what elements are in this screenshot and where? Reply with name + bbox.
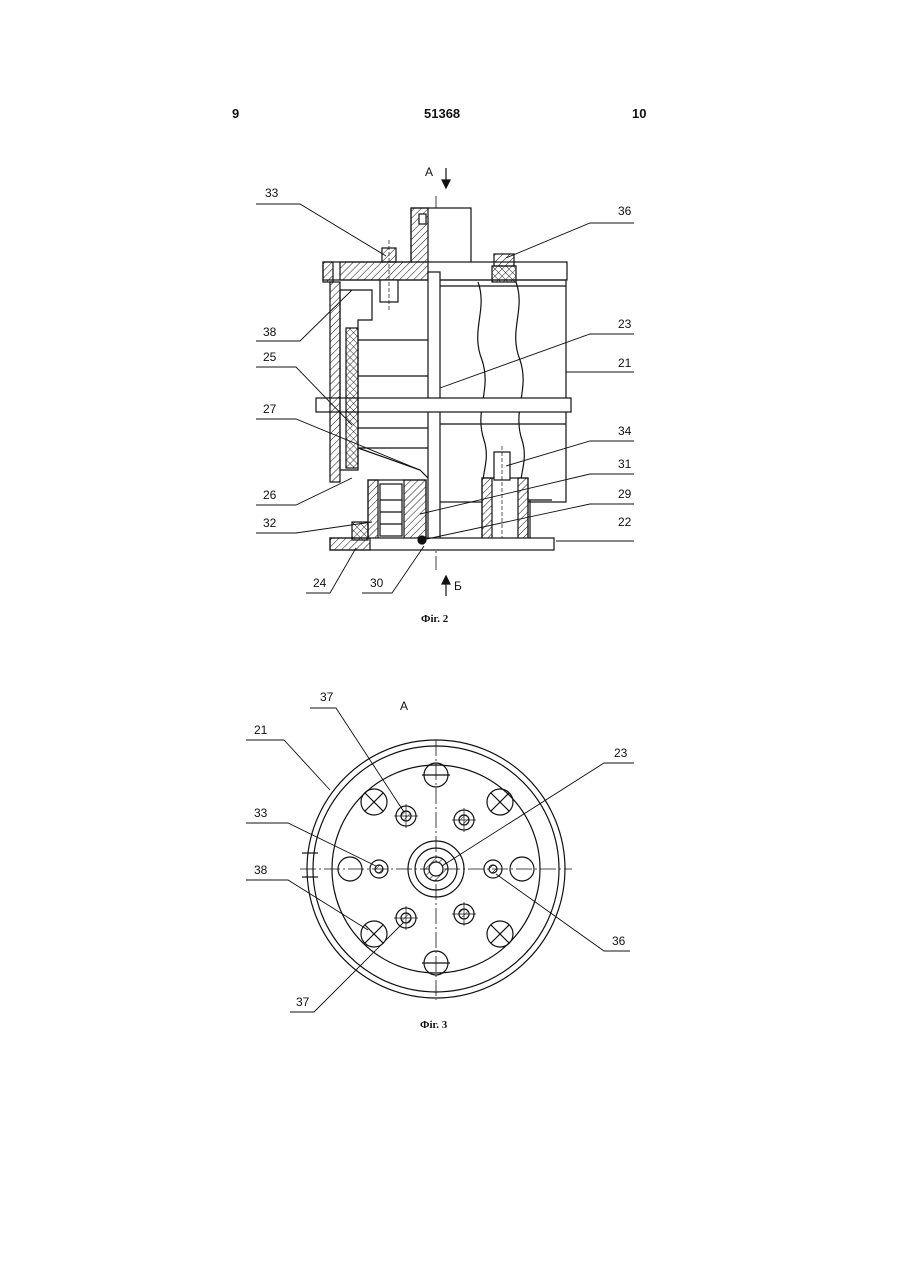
fig2-view-a-label: А xyxy=(425,165,433,179)
fig2-callout-38: 38 xyxy=(263,325,277,339)
fig2-callout-32: 32 xyxy=(263,516,277,530)
fig2-view-b-label: Б xyxy=(454,579,462,593)
fig3-callout-36: 36 xyxy=(612,934,626,948)
figure-2-section-view xyxy=(256,168,634,596)
fig2-callout-25: 25 xyxy=(263,350,277,364)
fig2-callout-29: 29 xyxy=(618,487,632,501)
figure-2-caption: Фіг. 2 xyxy=(421,613,448,625)
fig2-callout-21: 21 xyxy=(618,356,632,370)
fig2-callout-31: 31 xyxy=(618,457,632,471)
fig3-callout-21: 21 xyxy=(254,723,268,737)
fig2-callout-33: 33 xyxy=(265,186,279,200)
fig2-callout-24: 24 xyxy=(313,576,327,590)
fig3-callout-23: 23 xyxy=(614,746,628,760)
fig2-callout-23: 23 xyxy=(618,317,632,331)
fig2-callout-30: 30 xyxy=(370,576,384,590)
fig3-callout-38: 38 xyxy=(254,863,268,877)
fig2-callout-34: 34 xyxy=(618,424,632,438)
fig2-callout-26: 26 xyxy=(263,488,277,502)
fig3-callout-37-bottom: 37 xyxy=(296,995,310,1009)
fig2-callout-36: 36 xyxy=(618,204,632,218)
fig3-callout-37-top: 37 xyxy=(320,690,334,704)
figure-3-caption: Фіг. 3 xyxy=(420,1019,447,1031)
fig2-callout-27: 27 xyxy=(263,402,277,416)
fig3-view-a-label: А xyxy=(400,699,408,713)
fig2-callout-22: 22 xyxy=(618,515,632,529)
figure-3-top-view xyxy=(246,708,634,1012)
fig3-callout-33: 33 xyxy=(254,806,268,820)
